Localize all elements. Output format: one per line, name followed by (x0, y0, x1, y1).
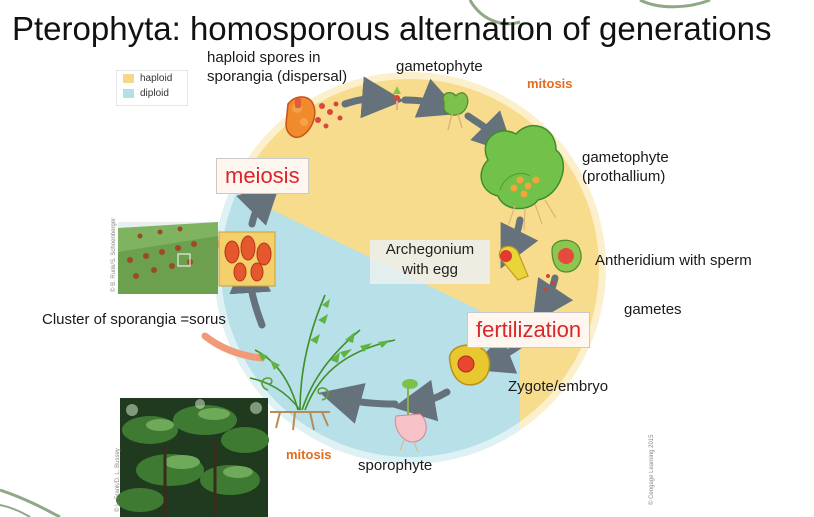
label-prothallium: gametophyte (prothallium) (582, 148, 669, 186)
antheridium-illustration (544, 239, 582, 292)
label-spores: haploid spores in sporangia (dispersal) (207, 48, 347, 86)
decorative-leaf-top-right (639, 0, 711, 9)
label-zygote: Zygote/embryo (508, 378, 609, 395)
arrow-sporophyte-to-fern (319, 383, 399, 424)
forest-photo (116, 398, 269, 517)
arrow-spores-to-gametophyte (341, 76, 404, 119)
arrow-fern-to-photo (201, 332, 266, 362)
label-sporophyte: sporophyte (358, 457, 433, 474)
sporangium-illustration (285, 96, 316, 138)
legend: haploid diploid (116, 70, 188, 106)
label-gametes: gametes (624, 301, 682, 318)
seedling-illustration (394, 379, 427, 453)
decorative-leaf-bottom-left-2 (0, 504, 31, 517)
label-archegonium: Archegonium with egg (370, 240, 490, 284)
arrow-zygote-to-sporophyte (393, 379, 451, 422)
diploid-swatch (123, 89, 134, 98)
arrow-antheridium-down (532, 274, 574, 324)
label-prothallium-line1: gametophyte (582, 149, 669, 166)
label-gametophyte: gametophyte (396, 58, 483, 75)
decorative-leaf-bottom-left (0, 488, 61, 517)
page-title: Pterophyta: homosporous alternation of g… (12, 10, 772, 47)
credit-publisher: © Cengage Learning 2015 (649, 434, 655, 505)
label-archegonium-line1: Archegonium (385, 241, 475, 258)
legend-item-haploid: haploid (117, 71, 187, 86)
arrow-gametophyte-to-young (401, 78, 462, 118)
zygote-illustration (448, 344, 491, 386)
prothallium-illustration (480, 124, 565, 231)
diploid-region (214, 175, 520, 464)
sorus-closeup (218, 231, 276, 287)
archegonium-illustration (498, 245, 529, 281)
legend-label-diploid: diploid (140, 88, 169, 99)
stage-fertilization: fertilization (467, 312, 591, 348)
decorative-leaf-top (468, 0, 521, 26)
label-mitosis-top: mitosis (527, 76, 573, 91)
credit-forest-photo: © L. Frank/D. L. Bussey (115, 448, 121, 512)
label-archegonium-line2: with egg (402, 261, 458, 278)
legend-label-haploid: haploid (140, 73, 173, 84)
arrow-sorus-to-meiosis (236, 181, 281, 228)
germinating-spore-illustration (393, 86, 401, 110)
fiddlehead-illustration (261, 377, 329, 401)
label-spores-line2: sporangia (dispersal) (207, 68, 348, 85)
stage-meiosis: meiosis (216, 158, 309, 194)
label-mitosis-bottom: mitosis (286, 447, 332, 462)
legend-item-diploid: diploid (117, 86, 187, 101)
frond-photo (118, 222, 218, 294)
spore-dots (315, 101, 343, 129)
fern-leaflets (258, 299, 390, 370)
young-gametophyte-illustration (442, 92, 469, 131)
rhizome-illustration (270, 411, 330, 431)
label-prothallium-line2: (prothallium) (582, 168, 666, 185)
haploid-swatch (123, 74, 134, 83)
label-sorus: Cluster of sporangia =sorus (42, 311, 226, 328)
label-antheridium: Antheridium with sperm (595, 252, 752, 269)
credit-frond-photo: © B. Runk/S. Schoenberger (111, 217, 117, 292)
label-spores-line1: haploid spores in (207, 49, 321, 66)
